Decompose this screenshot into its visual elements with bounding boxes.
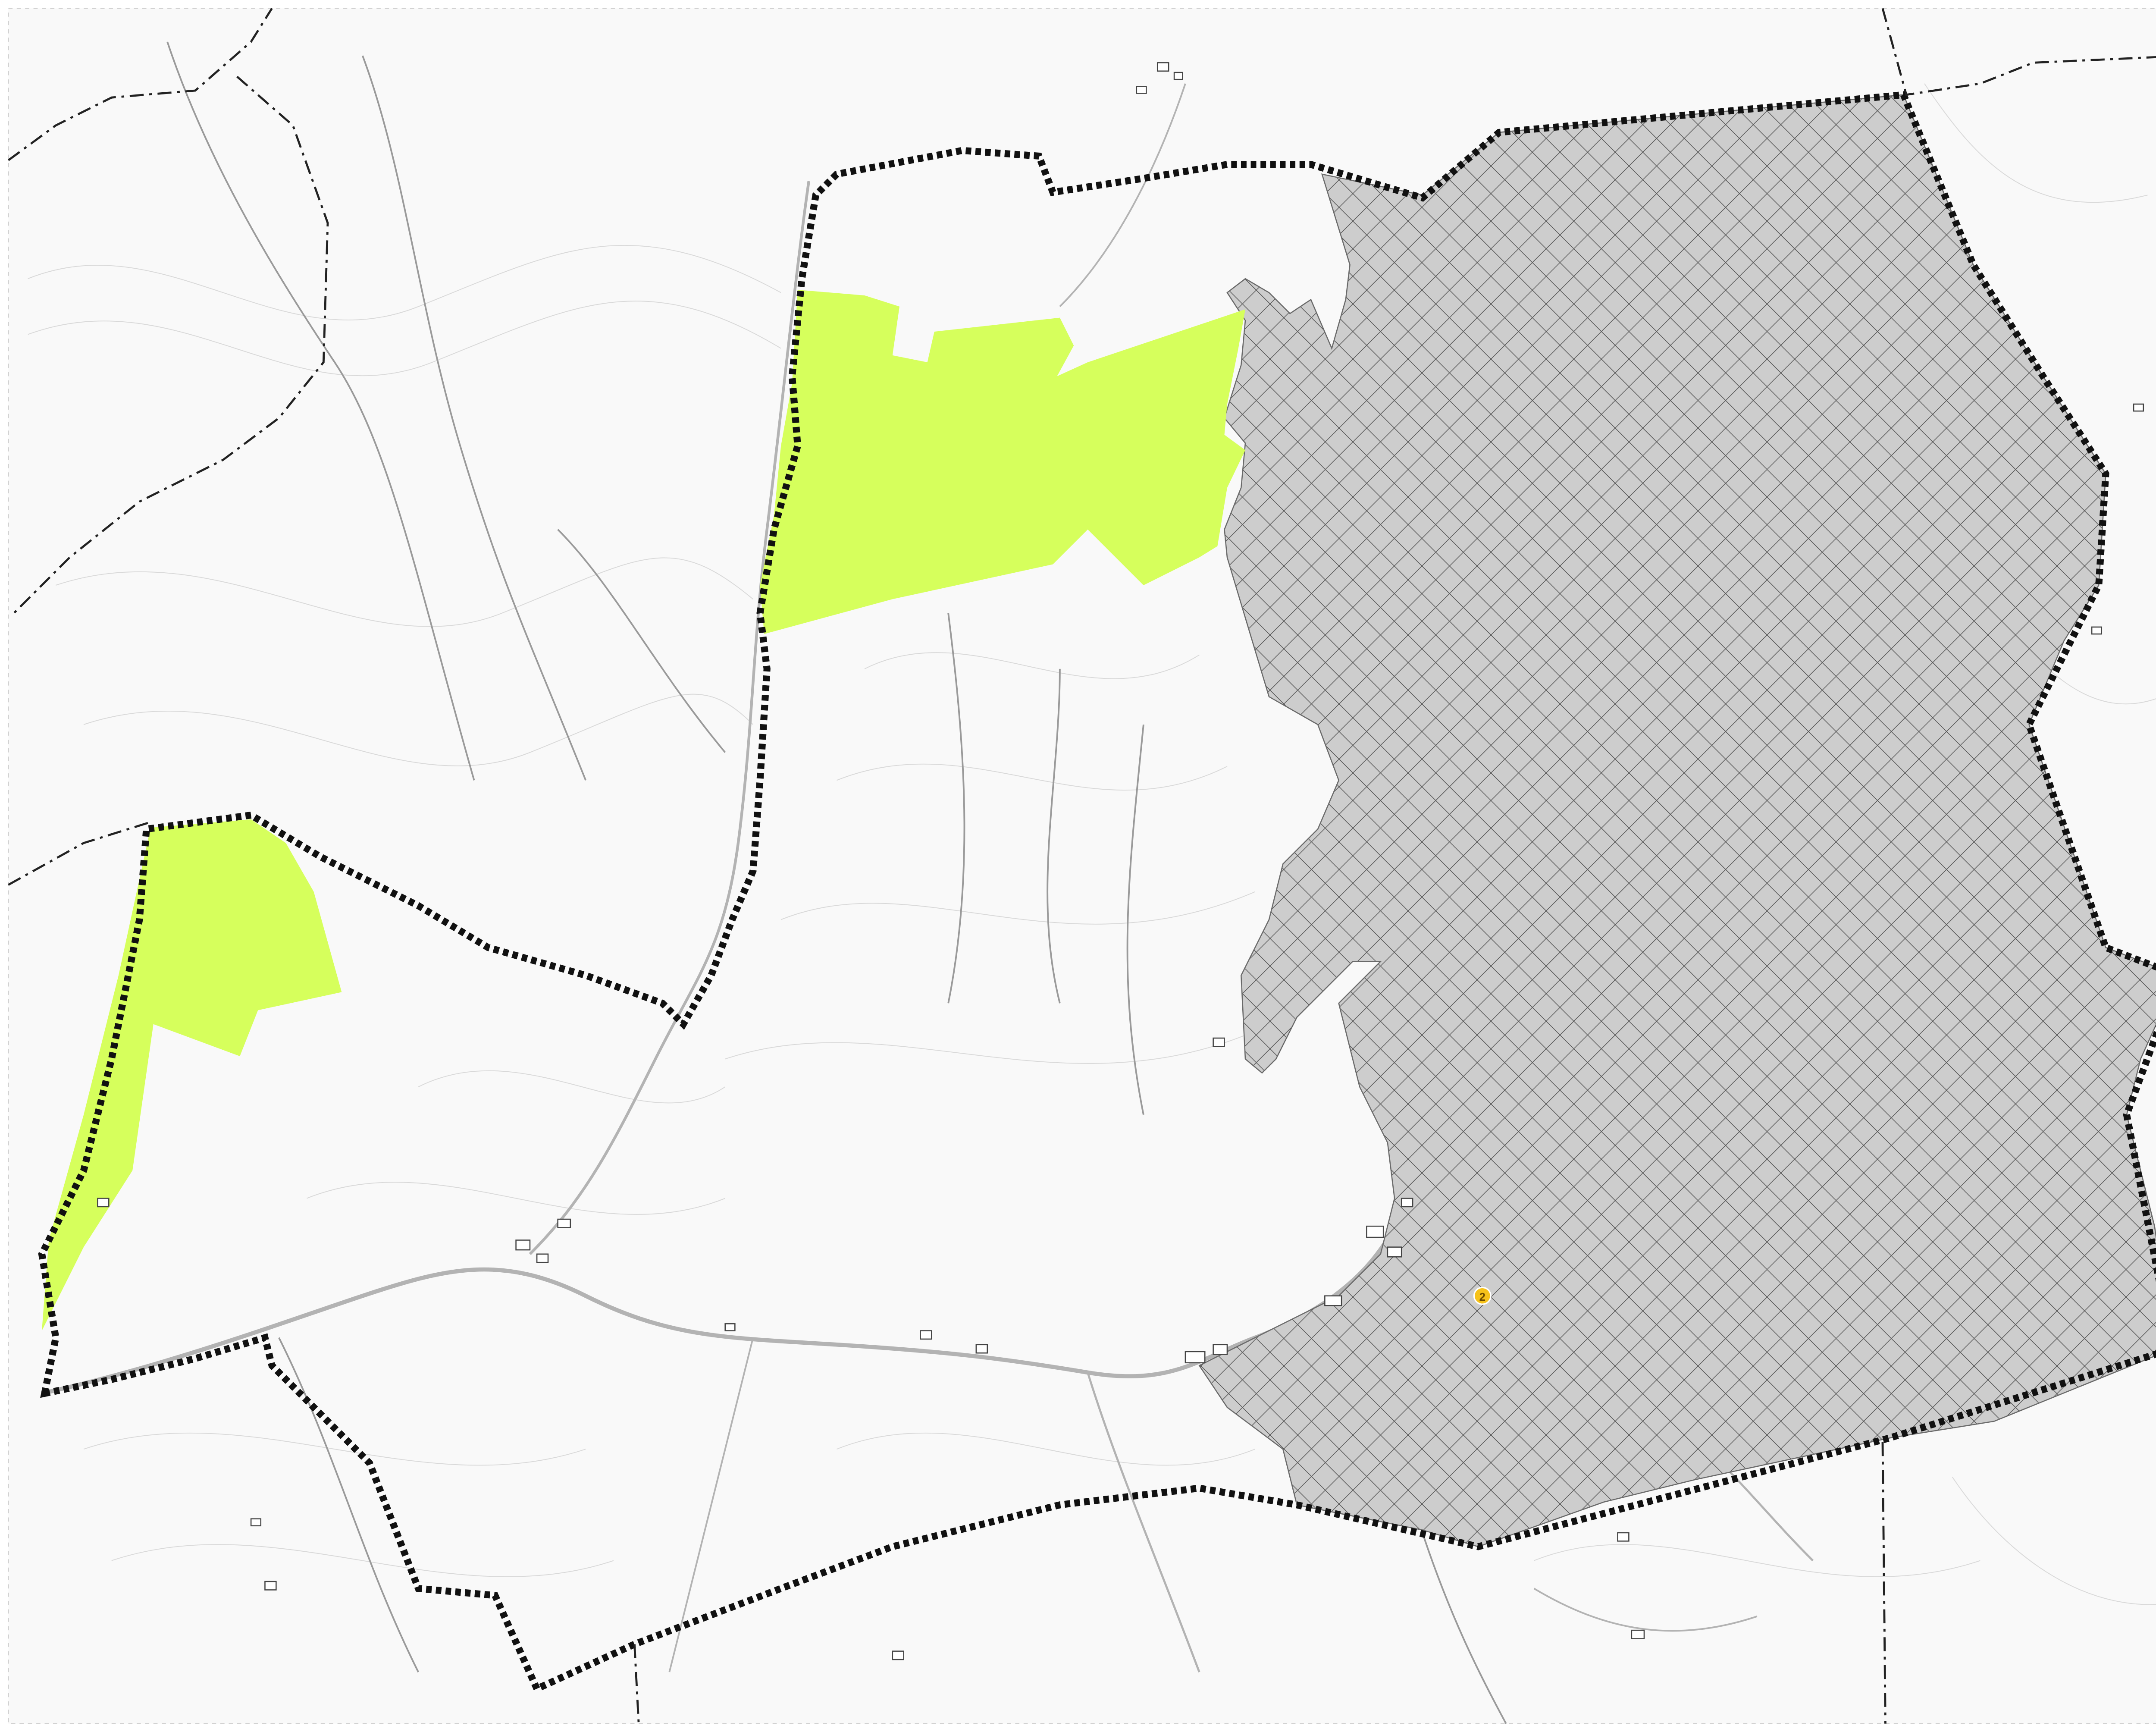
valley-road — [529, 181, 810, 1255]
settlements — [97, 62, 2144, 1660]
regional-boundary — [7, 8, 2156, 1724]
circle-marker-icon — [1473, 1286, 1492, 1305]
marker-label: 2 — [1479, 1291, 1485, 1303]
municipal-boundary — [38, 91, 2156, 1694]
map-marker[interactable]: 2 — [1473, 1286, 1492, 1305]
green-zone-north — [760, 290, 1246, 634]
main-road — [41, 1225, 1397, 1396]
green-zone-west — [42, 819, 342, 1331]
